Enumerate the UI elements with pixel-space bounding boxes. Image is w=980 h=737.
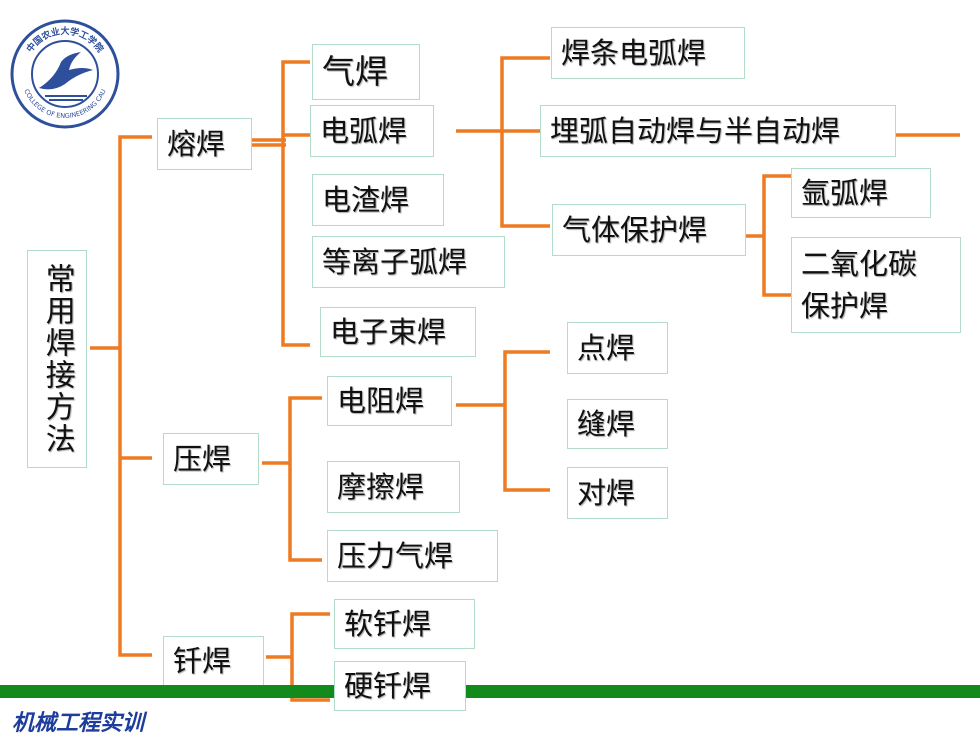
node-qihan: 气焊 bbox=[312, 44, 420, 100]
node-dianzishu: 电子束焊 bbox=[320, 307, 476, 357]
node-hantiao-label: 焊条电弧焊 bbox=[561, 35, 707, 70]
root-node: 常用焊接方法 bbox=[27, 250, 87, 468]
rong-bracket bbox=[252, 60, 310, 347]
footer-title: 机械工程实训 bbox=[12, 710, 145, 736]
node-ying-label: 硬钎焊 bbox=[344, 668, 432, 703]
node-feng-label: 缝焊 bbox=[577, 406, 636, 441]
node-dui-label: 对焊 bbox=[577, 475, 636, 510]
node-qihan-label: 气焊 bbox=[322, 52, 388, 92]
category-rong-label: 熔焊 bbox=[167, 126, 226, 161]
node-dui: 对焊 bbox=[567, 467, 668, 519]
root-label: 常用焊接方法 bbox=[39, 263, 75, 455]
node-co2-line1: 二氧化碳 bbox=[801, 246, 918, 281]
node-dianzu-label: 电阻焊 bbox=[337, 383, 425, 418]
node-mocha: 摩擦焊 bbox=[327, 461, 460, 513]
node-dianzu: 电阻焊 bbox=[327, 376, 452, 426]
qian-bracket bbox=[266, 612, 330, 702]
node-dianhuhan: 电弧焊 bbox=[310, 105, 434, 157]
node-feng: 缝焊 bbox=[567, 399, 668, 449]
node-dianzhahan: 电渣焊 bbox=[312, 174, 444, 226]
node-ruan: 软钎焊 bbox=[334, 599, 475, 649]
category-qian-label: 钎焊 bbox=[173, 643, 232, 678]
node-denglizi-label: 等离子弧焊 bbox=[322, 244, 468, 279]
bottom-bar bbox=[0, 685, 980, 698]
node-hantiao: 焊条电弧焊 bbox=[551, 27, 745, 79]
node-co2: 二氧化碳 保护焊 bbox=[791, 237, 961, 333]
node-maihu: 埋弧自动焊与半自动焊 bbox=[540, 105, 896, 157]
node-yaliqi-label: 压力气焊 bbox=[337, 538, 454, 573]
node-yahu-label: 氩弧焊 bbox=[801, 175, 889, 210]
node-dianzishu-label: 电子束焊 bbox=[330, 314, 447, 349]
node-yahu: 氩弧焊 bbox=[791, 168, 931, 218]
arc-bracket bbox=[456, 56, 550, 228]
node-qiti-label: 气体保护焊 bbox=[562, 212, 708, 247]
category-ya: 压焊 bbox=[163, 433, 259, 485]
node-dian-label: 点焊 bbox=[577, 330, 636, 365]
category-rong: 熔焊 bbox=[157, 118, 252, 170]
node-co2-line2: 保护焊 bbox=[801, 289, 889, 323]
node-maihu-label: 埋弧自动焊与半自动焊 bbox=[550, 113, 841, 148]
gas-bracket bbox=[740, 174, 791, 297]
node-ruan-label: 软钎焊 bbox=[344, 606, 432, 641]
college-logo: 中国农业大学工学院 COLLEGE OF ENGINEERING CAU bbox=[10, 19, 120, 129]
node-yaliqi: 压力气焊 bbox=[327, 530, 498, 582]
node-dian: 点焊 bbox=[567, 322, 668, 374]
resistance-bracket bbox=[456, 350, 550, 492]
category-qian: 钎焊 bbox=[163, 636, 264, 686]
node-denglizi: 等离子弧焊 bbox=[312, 236, 505, 288]
node-dianzhahan-label: 电渣焊 bbox=[322, 182, 410, 217]
node-mocha-label: 摩擦焊 bbox=[337, 469, 425, 504]
node-dianhuhan-label: 电弧焊 bbox=[320, 113, 408, 148]
root-bracket bbox=[90, 135, 152, 657]
node-qiti: 气体保护焊 bbox=[552, 204, 746, 256]
category-ya-label: 压焊 bbox=[173, 441, 232, 476]
ya-bracket bbox=[262, 396, 322, 562]
node-ying: 硬钎焊 bbox=[334, 661, 466, 711]
